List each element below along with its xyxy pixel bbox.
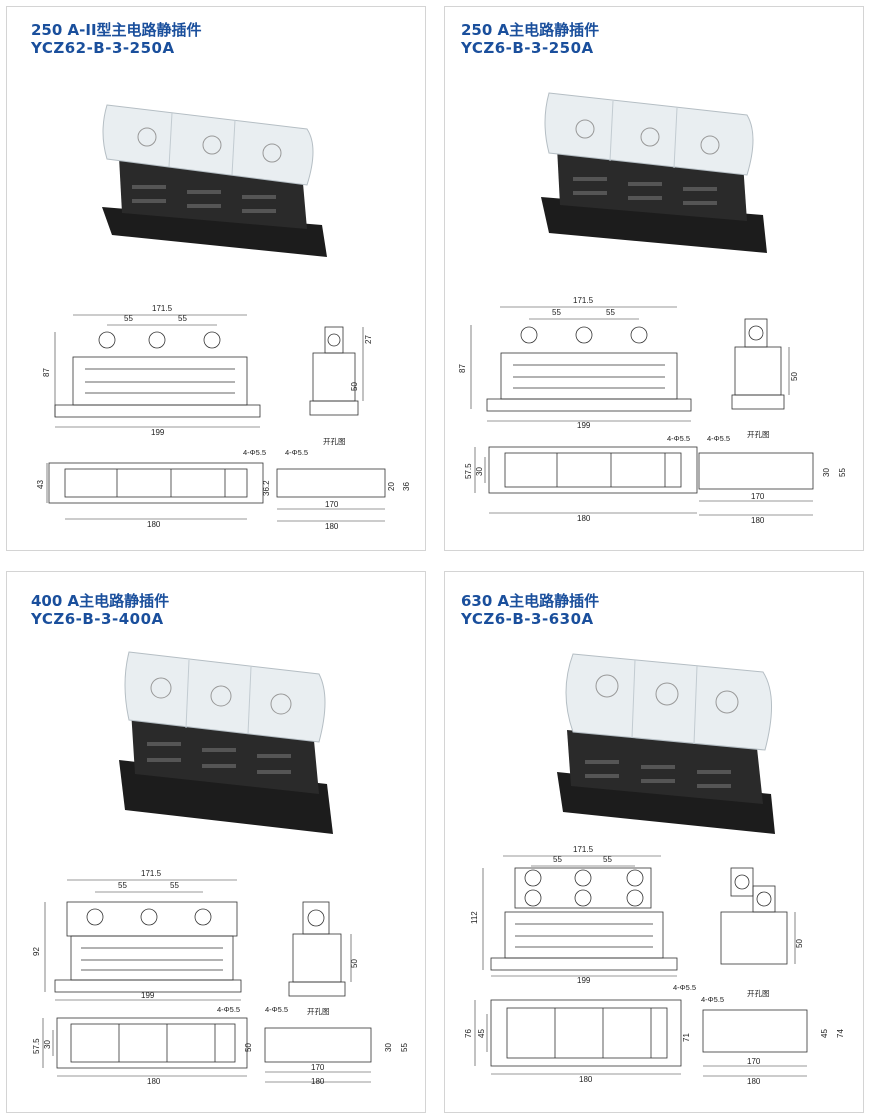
dim-199: 199 [151, 428, 165, 437]
dim-30: 30 [384, 1043, 393, 1052]
product-drawing: 171.5 55 55 87 199 27 50 43 36.2 180 4-Φ… [36, 104, 411, 531]
holes-spec: 4-Φ5.5 [265, 1005, 288, 1014]
dim-55: 55 [178, 314, 187, 323]
holes-spec: 4-Φ5.5 [701, 995, 724, 1004]
dim-112: 112 [470, 911, 479, 924]
dim-180: 180 [325, 522, 339, 531]
dim-74: 74 [836, 1029, 845, 1038]
dim-43: 43 [36, 480, 45, 489]
dim-55: 55 [124, 314, 133, 323]
dim-50: 50 [350, 382, 359, 391]
product-photo [541, 92, 767, 253]
dim-180: 180 [579, 1075, 593, 1084]
dim-199: 199 [577, 421, 591, 430]
dim-180: 180 [577, 514, 591, 523]
dim-55: 55 [170, 881, 179, 890]
product-photo [102, 104, 327, 257]
product-model: YCZ62-B-3-250A [31, 39, 175, 57]
cutout-label: 开孔图 [747, 989, 770, 998]
product-card-3: 400 A主电路静插件 YCZ6-B-3-400A 171.5 55 55 92… [6, 571, 426, 1113]
dim-180: 180 [147, 1077, 161, 1086]
holes-spec: 4-Φ5.5 [217, 1005, 240, 1014]
dim-71: 71 [682, 1033, 691, 1042]
dim-50: 50 [350, 959, 359, 968]
dim-36: 36 [402, 482, 411, 491]
dim-55: 55 [553, 855, 562, 864]
product-title-line1: 250 A-II型主电路静插件 [31, 21, 202, 39]
product-photo [557, 653, 775, 834]
holes-spec: 4-Φ5.5 [707, 434, 730, 443]
product-drawing: 171.5 55 55 92 199 50 57.5 30 50 180 4-Φ… [32, 651, 409, 1086]
dim-55: 55 [400, 1043, 409, 1052]
holes-spec: 4-Φ5.5 [667, 434, 690, 443]
holes-spec: 4-Φ5.5 [285, 448, 308, 457]
dim-50: 50 [244, 1043, 253, 1052]
dim-170: 170 [311, 1063, 325, 1072]
product-title-line1: 630 A主电路静插件 [461, 592, 600, 610]
dim-57-5: 57.5 [464, 463, 473, 479]
cutout-label: 开孔图 [747, 430, 770, 439]
dim-180: 180 [751, 516, 765, 525]
product-title: 250 A主电路静插件 YCZ6-B-3-250A [461, 21, 599, 57]
product-model: YCZ6-B-3-400A [31, 610, 164, 628]
dim-180: 180 [147, 520, 161, 529]
dim-57-5: 57.5 [32, 1038, 41, 1054]
dim-170: 170 [325, 500, 339, 509]
dim-55: 55 [552, 308, 561, 317]
holes-spec: 4-Φ5.5 [673, 983, 696, 992]
product-title: 630 A主电路静插件 YCZ6-B-3-630A [461, 592, 599, 628]
product-card-4: 630 A主电路静插件 YCZ6-B-3-630A 171.5 55 55 11… [444, 571, 864, 1113]
dim-171-5: 171.5 [141, 869, 162, 878]
dim-20: 20 [387, 482, 396, 491]
dim-180: 180 [747, 1077, 761, 1086]
dim-45: 45 [820, 1029, 829, 1038]
dim-27: 27 [364, 335, 373, 344]
dim-171-5: 171.5 [573, 845, 594, 854]
product-title: 250 A-II型主电路静插件 YCZ62-B-3-250A [31, 21, 202, 57]
product-drawing: 171.5 55 55 112 199 50 76 45 71 180 4-Φ5… [464, 653, 845, 1086]
dim-36-2: 36.2 [262, 480, 271, 496]
product-card-1: 250 A-II型主电路静插件 YCZ62-B-3-250A 171.5 55 … [6, 6, 426, 551]
product-title-line1: 400 A主电路静插件 [31, 592, 170, 610]
dim-50: 50 [790, 372, 799, 381]
dim-199: 199 [141, 991, 155, 1000]
dim-76: 76 [464, 1029, 473, 1038]
dim-55: 55 [118, 881, 127, 890]
dim-170: 170 [747, 1057, 761, 1066]
cutout-label: 开孔图 [323, 437, 346, 446]
dim-50: 50 [795, 939, 804, 948]
product-title: 400 A主电路静插件 YCZ6-B-3-400A [31, 592, 169, 628]
dim-170: 170 [751, 492, 765, 501]
dim-55: 55 [838, 468, 847, 477]
dim-171-5: 171.5 [573, 296, 594, 305]
dim-30: 30 [43, 1040, 52, 1049]
dim-87: 87 [458, 364, 467, 373]
dim-87: 87 [42, 368, 51, 377]
product-card-2: 250 A主电路静插件 YCZ6-B-3-250A 171.5 55 55 87… [444, 6, 864, 551]
dim-55: 55 [606, 308, 615, 317]
dim-92: 92 [32, 947, 41, 956]
dim-30: 30 [822, 468, 831, 477]
dim-55: 55 [603, 855, 612, 864]
dim-199: 199 [577, 976, 591, 985]
product-title-line1: 250 A主电路静插件 [461, 21, 600, 39]
dim-30: 30 [475, 467, 484, 476]
product-photo [119, 651, 333, 834]
dim-171-5: 171.5 [152, 304, 173, 313]
cutout-label: 开孔图 [307, 1007, 330, 1016]
holes-spec: 4-Φ5.5 [243, 448, 266, 457]
dim-45: 45 [477, 1029, 486, 1038]
dim-180: 180 [311, 1077, 325, 1086]
product-model: YCZ6-B-3-630A [461, 610, 594, 628]
product-model: YCZ6-B-3-250A [461, 39, 594, 57]
product-drawing: 171.5 55 55 87 199 50 57.5 30 180 4-Φ5.5… [458, 92, 847, 525]
